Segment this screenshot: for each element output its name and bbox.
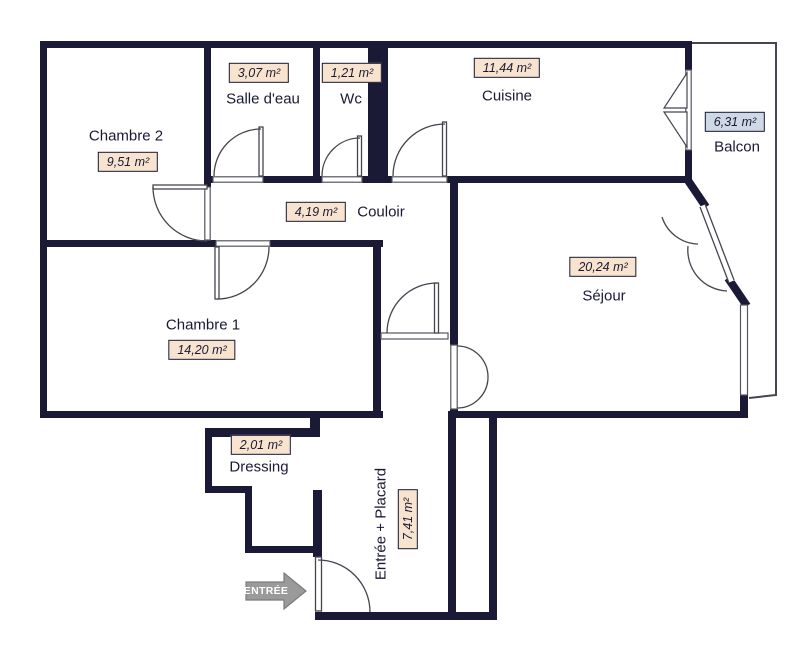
couloir-entree-door — [380, 282, 449, 340]
area-chip-chambre1: 14,20 m² — [168, 339, 236, 361]
room-label-dressing: Dressing — [229, 458, 289, 476]
kitchen-balcony-window — [662, 69, 692, 151]
area-chip-wc: 1,21 m² — [321, 62, 383, 84]
room-label-couloir: Couloir — [357, 203, 405, 221]
area-chip-couloir: 4,19 m² — [285, 201, 347, 223]
area-chip-chambre2: 9,51 m² — [97, 151, 159, 173]
area-chip-dressing: 2,01 m² — [230, 434, 292, 456]
sejour-balcony-french-door — [661, 203, 735, 292]
area-chip-balcon: 6,31 m² — [704, 111, 766, 133]
room-label-salle-deau: Salle d'eau — [226, 90, 300, 108]
room-label-chambre2: Chambre 2 — [88, 127, 164, 145]
walls-layer — [40, 41, 751, 620]
salle-deau-door — [212, 126, 264, 183]
room-label-sejour: Séjour — [582, 287, 626, 305]
room-label-balcon: Balcon — [714, 138, 760, 156]
balcony-outline — [692, 42, 777, 399]
entrance-arrow — [245, 571, 307, 611]
area-chip-sejour: 20,24 m² — [569, 256, 637, 278]
area-chip-cuisine: 11,44 m² — [473, 57, 541, 79]
room-label-chambre1: Chambre 1 — [165, 316, 241, 334]
cuisine-door — [391, 121, 448, 183]
entrance-arrow-label: ENTRÉE — [243, 585, 289, 597]
room-label-cuisine: Cuisine — [481, 87, 533, 105]
wc-door — [321, 135, 363, 183]
sejour-east-window — [739, 304, 749, 396]
room-label-entree: Entrée + Placard — [372, 467, 390, 581]
sejour-double-door — [450, 344, 489, 410]
chambre1-door — [214, 240, 271, 300]
room-label-wc: Wc — [340, 90, 362, 108]
area-chip-salle-deau: 3,07 m² — [228, 62, 290, 84]
chambre2-door — [152, 184, 211, 242]
area-chip-entree: 7,41 m² — [397, 488, 419, 550]
entrance-door — [314, 556, 371, 613]
